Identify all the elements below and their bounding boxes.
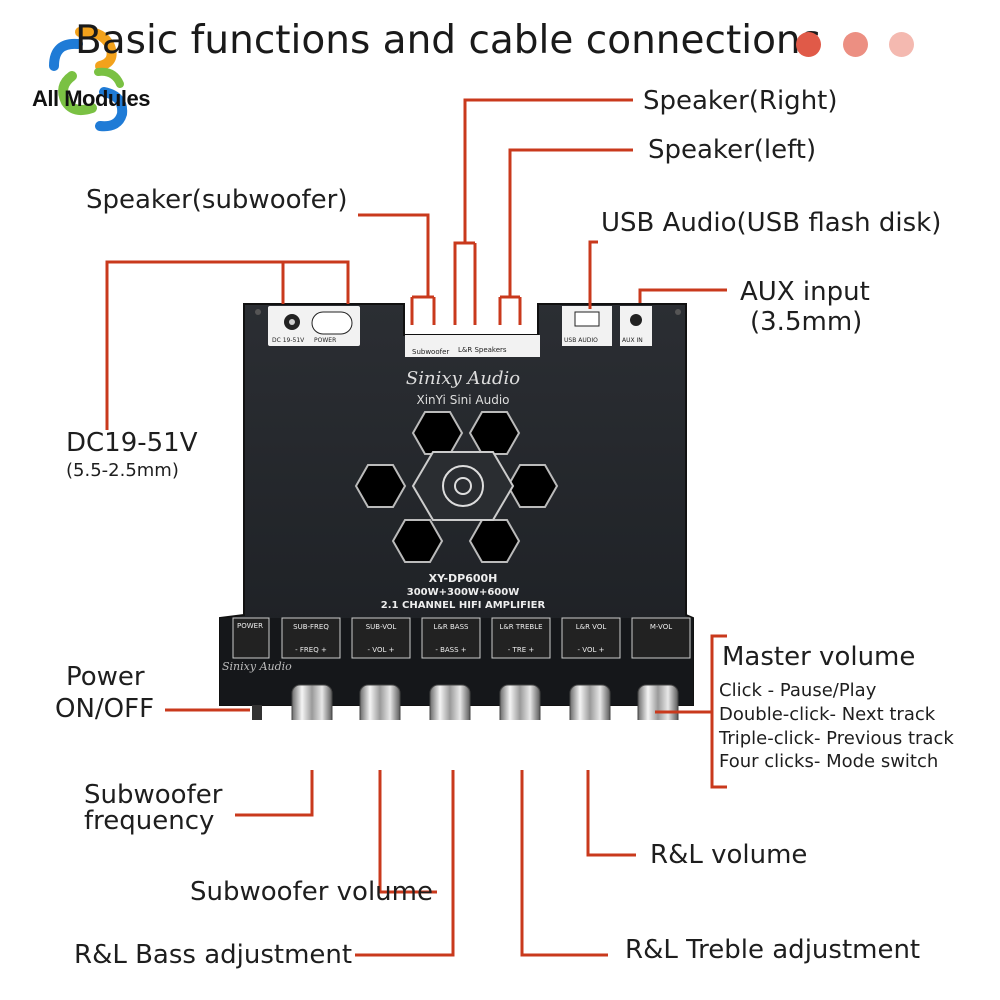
control-label-text: SUB-FREQ — [293, 623, 329, 631]
label-master-volume: Master volume — [722, 642, 916, 672]
rear-dc-label: DC 19-51V — [272, 337, 305, 344]
brand-logo: All Modules — [14, 22, 174, 132]
control-label-box — [491, 617, 551, 659]
control-label-text: L&R BASS — [434, 623, 469, 631]
amp-type: 2.1 CHANNEL HIFI AMPLIFIER — [381, 600, 546, 611]
page-title: Basic functions and cable connections — [75, 18, 821, 63]
label-rl-volume: R&L volume — [650, 840, 808, 870]
decor-dot — [843, 32, 868, 57]
control-knob[interactable] — [499, 684, 541, 720]
brand-logo-graphic — [49, 26, 128, 132]
control-label-text: M-VOL — [650, 623, 672, 631]
label-power-onoff: ON/OFF — [55, 694, 155, 724]
front-brand-script: Sinixy Audio — [222, 660, 292, 673]
label-rl-treble: R&L Treble adjustment — [625, 935, 921, 965]
control-sub-text: - BASS + — [435, 646, 466, 654]
control-sub-text: - FREQ + — [295, 646, 327, 654]
amplifier-board: POWER DC 19-51V Subwoofer L&R Speakers U… — [219, 303, 694, 720]
control-label-box — [281, 617, 341, 659]
label-aux-size: (3.5mm) — [750, 307, 863, 337]
model-name: XY-DP600H — [429, 572, 498, 585]
decor-dot — [796, 32, 821, 57]
control-label-box — [421, 617, 481, 659]
power-switch-text: POWER — [237, 622, 263, 630]
master-line: Four clicks- Mode switch — [719, 751, 939, 772]
brand-script: Sinixy Audio — [406, 368, 520, 389]
power-switch-label — [232, 617, 270, 659]
rear-usb-label: USB AUDIO — [564, 337, 598, 344]
control-label-box — [561, 617, 621, 659]
control-label-text: L&R VOL — [576, 623, 607, 631]
control-label-box — [631, 617, 691, 659]
label-sub-freq-2: frequency — [84, 806, 215, 836]
master-line: Click - Pause/Play — [719, 680, 877, 701]
control-knob[interactable] — [569, 684, 611, 720]
control-sub-text: - TRE + — [508, 646, 535, 654]
label-speaker-subwoofer: Speaker(subwoofer) — [86, 185, 348, 215]
control-sub-text: - VOL + — [578, 646, 605, 654]
power-rating: 300W+300W+600W — [407, 587, 519, 598]
control-label-text: L&R TREBLE — [499, 623, 542, 631]
decor-dot — [889, 32, 914, 57]
control-knob[interactable] — [291, 684, 333, 720]
rear-aux-label: AUX IN — [622, 337, 643, 344]
label-aux-input: AUX input — [740, 277, 870, 307]
label-power: Power — [66, 662, 145, 692]
label-speaker-left: Speaker(left) — [648, 135, 817, 165]
rear-lr-label: L&R Speakers — [458, 346, 507, 354]
master-line: Triple-click- Previous track — [719, 728, 954, 749]
label-sub-volume: Subwoofer volume — [190, 877, 433, 907]
control-label-box — [351, 617, 411, 659]
master-line: Double-click- Next track — [719, 704, 936, 725]
control-label-text: SUB-VOL — [366, 623, 397, 631]
rear-sub-label: Subwoofer — [412, 348, 449, 356]
label-usb-audio: USB Audio(USB flash disk) — [601, 208, 942, 238]
label-sub-freq: Subwoofer — [84, 780, 223, 810]
label-dc-size: (5.5-2.5mm) — [66, 460, 179, 481]
logo-text: All Modules — [32, 86, 150, 111]
brand-name: XinYi Sini Audio — [416, 393, 509, 407]
label-speaker-right: Speaker(Right) — [643, 86, 838, 116]
control-knob[interactable] — [429, 684, 471, 720]
control-knob[interactable] — [359, 684, 401, 720]
label-rl-bass: R&L Bass adjustment — [74, 940, 353, 970]
label-dc-voltage: DC19-51V — [66, 428, 198, 458]
control-sub-text: - VOL + — [368, 646, 395, 654]
rear-power-label: POWER — [314, 337, 336, 344]
